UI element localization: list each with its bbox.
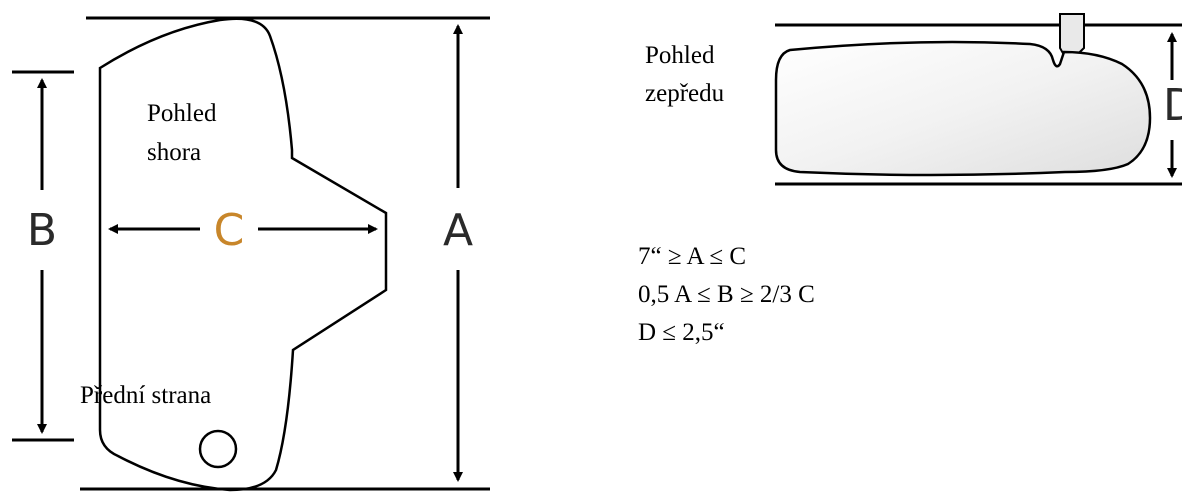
dimension-rules: 7“ ≥ A ≤ C 0,5 A ≤ B ≥ 2/3 C D ≤ 2,5“ xyxy=(638,243,815,346)
putter-face-outline xyxy=(774,40,1152,177)
front-view: D Pohled zepředu xyxy=(645,13,1182,186)
dimension-c-letter: C xyxy=(214,205,245,256)
top-view-label-line2: shora xyxy=(147,139,201,166)
front-side-label: Přední strana xyxy=(80,382,211,409)
top-view-label-line1: Pohled xyxy=(147,100,217,127)
front-view-label-line1: Pohled xyxy=(645,42,715,69)
dimension-d-letter: D xyxy=(1163,80,1182,131)
dimension-b-letter: B xyxy=(27,205,57,256)
rule-line-2: 0,5 A ≤ B ≥ 2/3 C xyxy=(638,281,815,308)
putter-head-top-outline xyxy=(98,17,388,492)
hosel-circle xyxy=(198,429,238,469)
front-view-label-line2: zepředu xyxy=(645,80,725,107)
rule-line-3: D ≤ 2,5“ xyxy=(638,319,725,346)
rule-line-1: 7“ ≥ A ≤ C xyxy=(638,243,746,270)
dimension-a-letter: A xyxy=(443,205,473,256)
top-view: A B C Pohled shora Přední strana xyxy=(12,16,490,492)
